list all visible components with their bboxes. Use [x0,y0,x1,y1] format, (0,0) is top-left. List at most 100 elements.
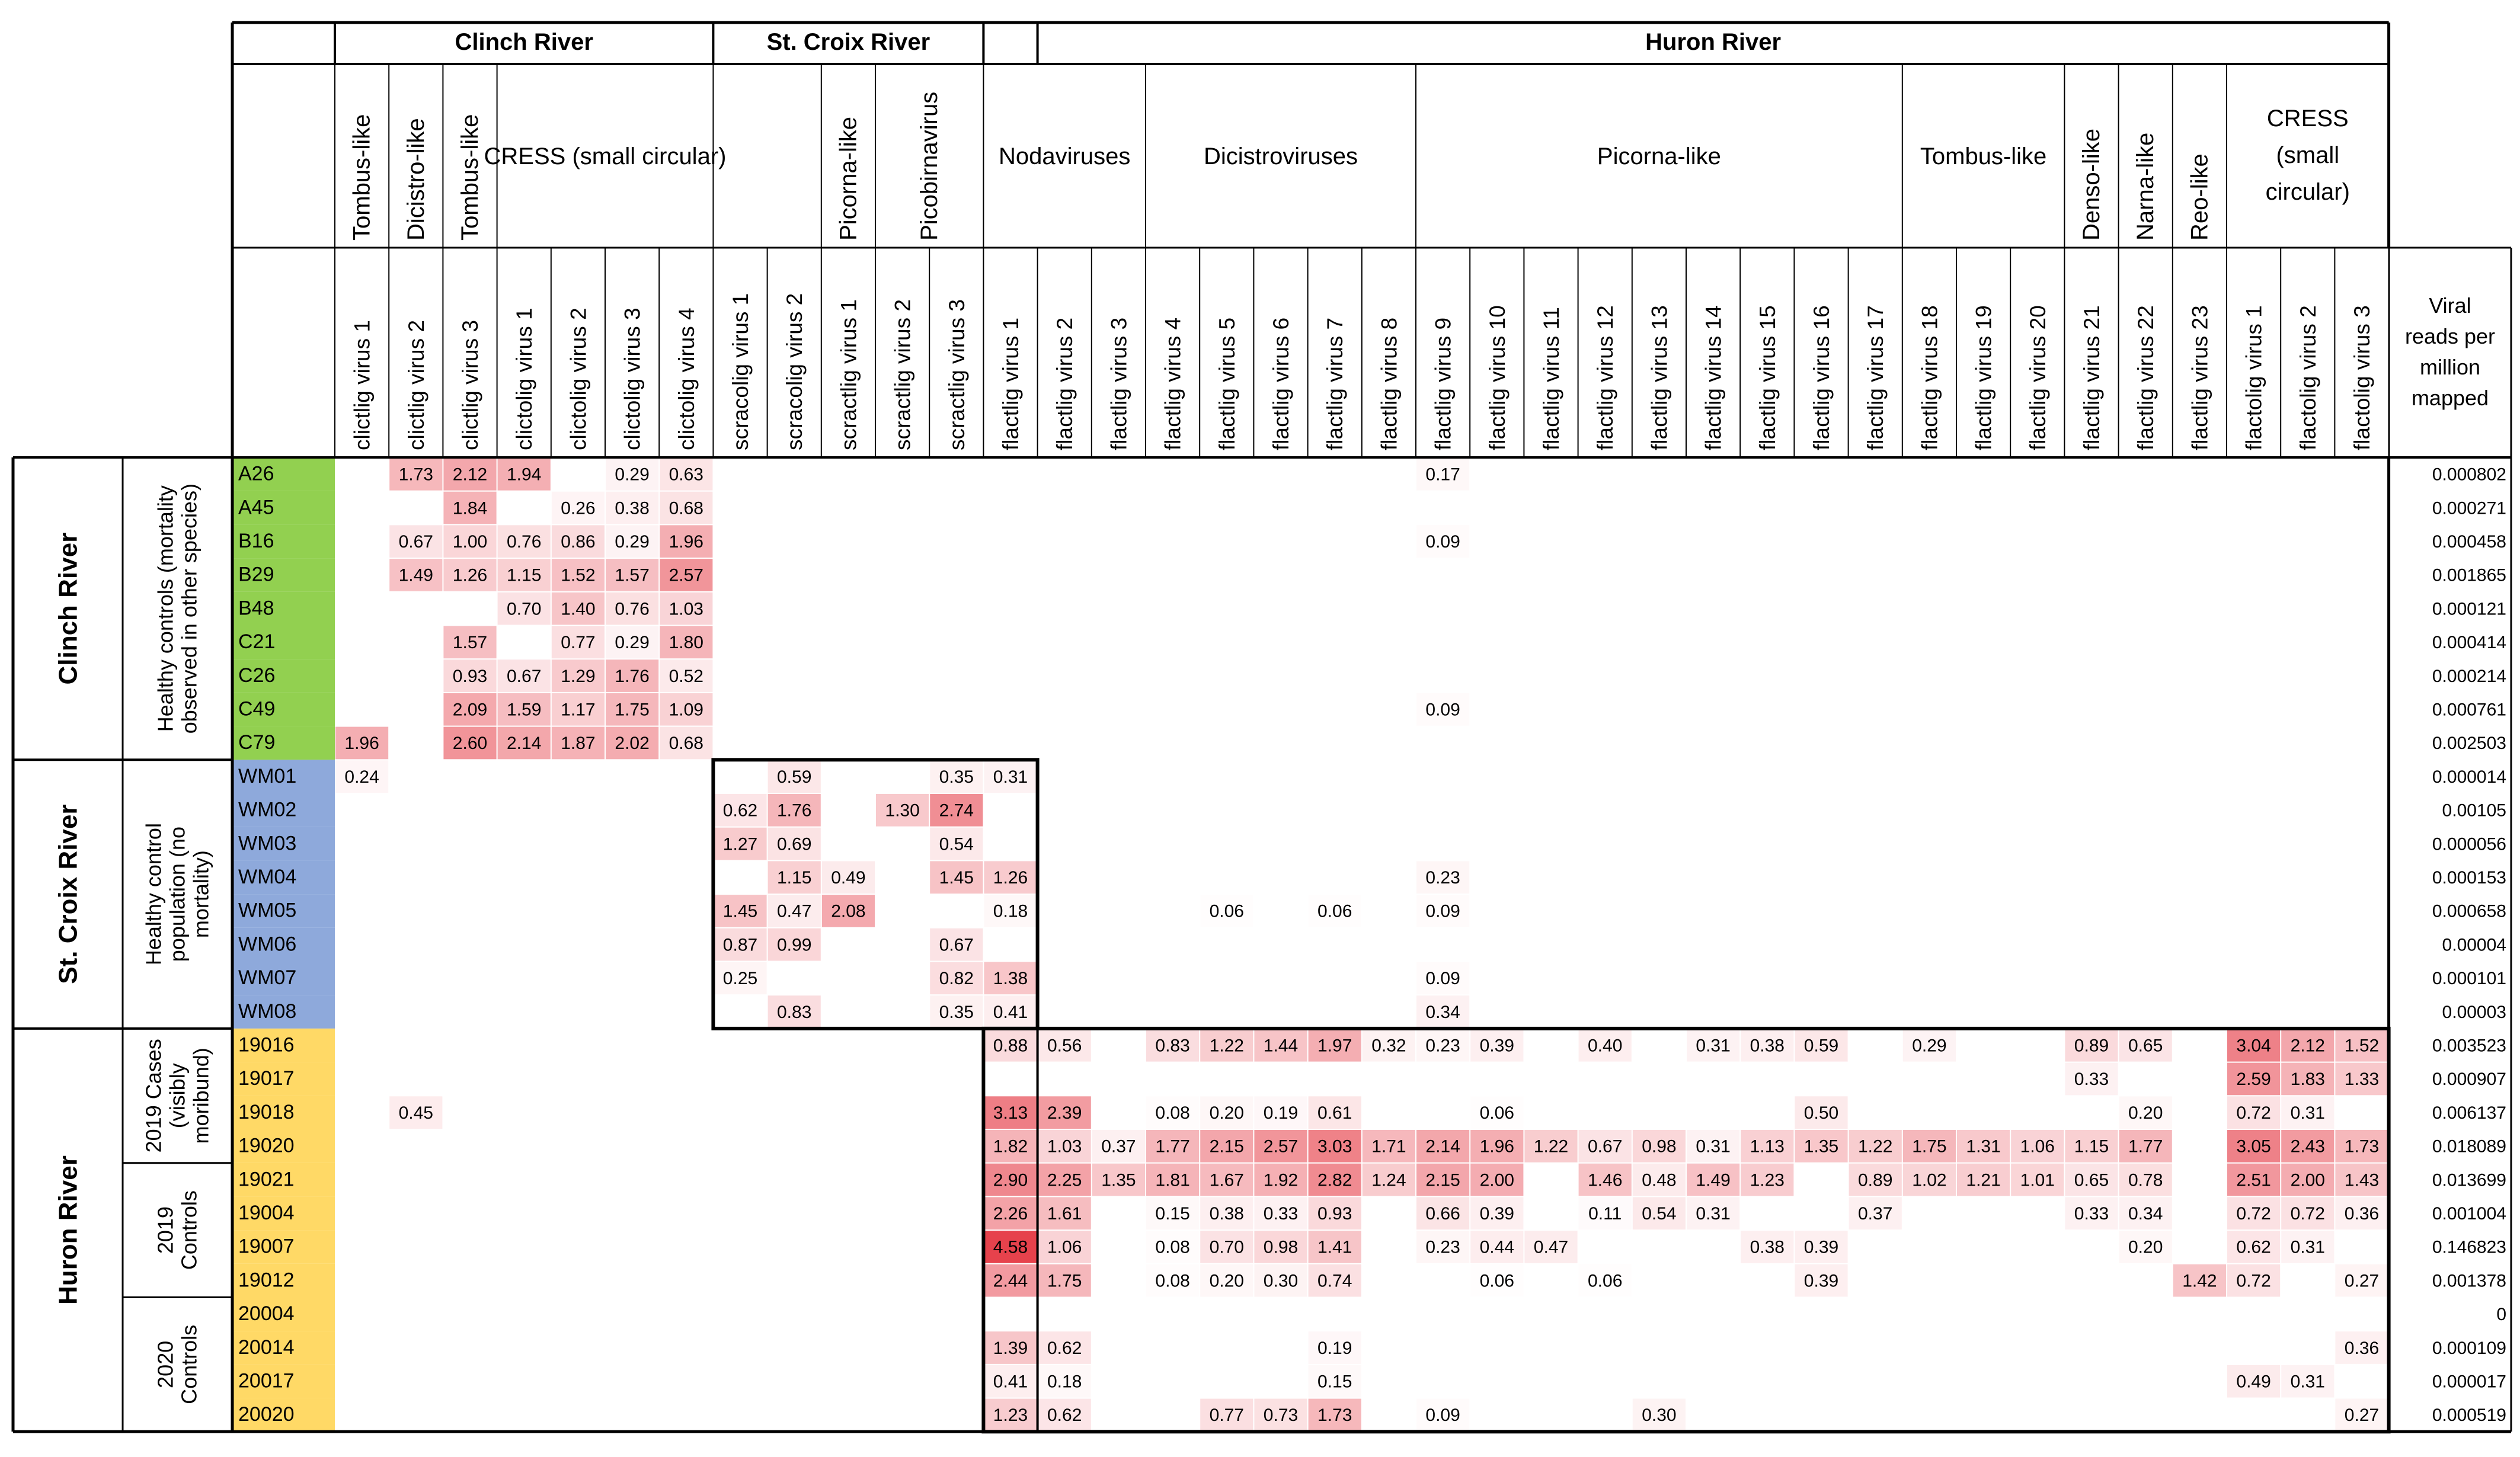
cell-value: 0.41 [993,1372,1028,1391]
cell-value: 0.76 [507,532,541,552]
cell-value: 1.43 [2345,1170,2379,1190]
cell-value: 0.06 [1480,1271,1514,1291]
cell-value: 1.46 [1588,1170,1622,1190]
cell-value: 0.37 [1858,1204,1892,1224]
cell-value: 0.36 [2345,1204,2379,1224]
cell-value: 1.17 [561,700,595,719]
heat-cell [1741,1029,1794,1062]
heat-cell [606,525,659,558]
heat-cell [389,1096,443,1129]
cell-value: 2.12 [453,465,487,485]
virus-column-label: scractlig virus 3 [945,299,969,450]
heat-cell [1200,1231,1253,1263]
reads-value: 0.000101 [2432,969,2506,988]
cell-value: 2.44 [993,1271,1028,1291]
sample-cell [232,1398,335,1432]
virus-column-label: clictolig virus 2 [566,308,590,450]
heat-cell [1902,1163,1956,1196]
cell-value: 2.74 [939,801,974,821]
cell-value: 1.59 [507,700,541,719]
reads-value: 0.003523 [2432,1036,2506,1055]
sample-label: 19004 [238,1202,295,1224]
sample-label: 20017 [238,1369,295,1392]
heat-cell [714,827,767,860]
cell-value: 2.14 [507,734,541,753]
sample-label: 20014 [238,1336,295,1359]
sample-label: C21 [238,630,275,653]
heat-cell [443,659,497,692]
reads-value: 0.013699 [2432,1170,2506,1190]
heat-cell [335,726,389,760]
cell-value: 2.00 [2291,1170,2325,1190]
cell-value: 0.93 [1317,1204,1352,1224]
virus-family-label: CRESS [2267,105,2349,132]
heat-cell [606,659,659,692]
virus-column-label: flactlig virus 9 [1431,318,1456,450]
row-group-label: 2019 [153,1206,178,1254]
heat-cell [551,491,605,524]
cell-value: 0.62 [2236,1238,2270,1257]
cell-value: 0.38 [1210,1204,1244,1224]
heat-cell [1470,1096,1524,1129]
virus-family-label: CRESS (small circular) [484,143,727,169]
heat-cell [1254,1130,1307,1163]
sample-label: A26 [238,463,274,485]
sample-cell [232,1263,335,1298]
heat-cell [1146,1096,1200,1129]
cell-value: 0.77 [561,633,595,652]
cell-value: 0.68 [669,734,703,753]
sample-label: WM03 [238,832,296,854]
cell-value: 0.30 [1642,1405,1676,1425]
heat-cell [1200,1264,1253,1297]
row-group-label: mortality) [189,850,213,938]
cell-value: 0.35 [939,1003,974,1022]
cell-value: 1.44 [1264,1036,1298,1055]
cell-value: 1.84 [453,498,487,518]
cell-value: 1.22 [1210,1036,1244,1055]
heat-cell [1254,1029,1307,1062]
cell-value: 0.29 [615,633,649,652]
heat-cell [497,659,551,692]
heat-cell [767,995,821,1028]
cell-value: 0.31 [1696,1036,1730,1055]
cell-value: 0.67 [939,935,974,955]
heat-cell [551,592,605,625]
cell-value: 1.24 [1371,1170,1406,1190]
cell-value: 0.33 [1264,1204,1298,1224]
cell-value: 0.72 [2236,1271,2270,1291]
cell-value: 0.09 [1425,969,1460,988]
virus-family-label: Picorna-like [1597,143,1721,169]
heat-cell [1741,1130,1794,1163]
cell-value: 0.29 [1912,1036,1946,1055]
heat-cell [1524,1231,1578,1263]
virus-column-label: flactlig virus 14 [1702,305,1726,450]
reads-value: 0.000414 [2432,633,2506,652]
heat-cell [714,928,767,961]
row-group-label: Controls [177,1325,202,1404]
cell-value: 0.54 [1642,1204,1676,1224]
heat-cell [1146,1130,1200,1163]
sample-cell [232,1129,335,1163]
heat-cell [930,962,983,995]
heat-cell [984,1130,1037,1163]
cell-value: 0.39 [1804,1238,1838,1257]
sample-cell [232,1028,335,1062]
heat-cell [767,794,821,827]
row-group-label: 2020 [153,1341,178,1388]
cell-value: 0.06 [1588,1271,1622,1291]
sample-cell [232,558,335,592]
cell-value: 0.66 [1425,1204,1460,1224]
virus-family-label: Tombus-like [457,114,483,241]
heat-cell [2065,1163,2118,1196]
virus-column-label: flactolig virus 3 [2350,305,2374,450]
virus-column-label: clictolig virus 1 [512,308,536,450]
heat-cell [984,995,1037,1028]
cell-value: 0.11 [1588,1204,1622,1224]
cell-value: 1.26 [453,566,487,585]
heat-cell [1200,1096,1253,1129]
row-site-label: St. Croix River [54,804,83,984]
heat-cell [714,895,767,927]
heat-cell [1416,861,1470,894]
heat-cell [714,962,767,995]
